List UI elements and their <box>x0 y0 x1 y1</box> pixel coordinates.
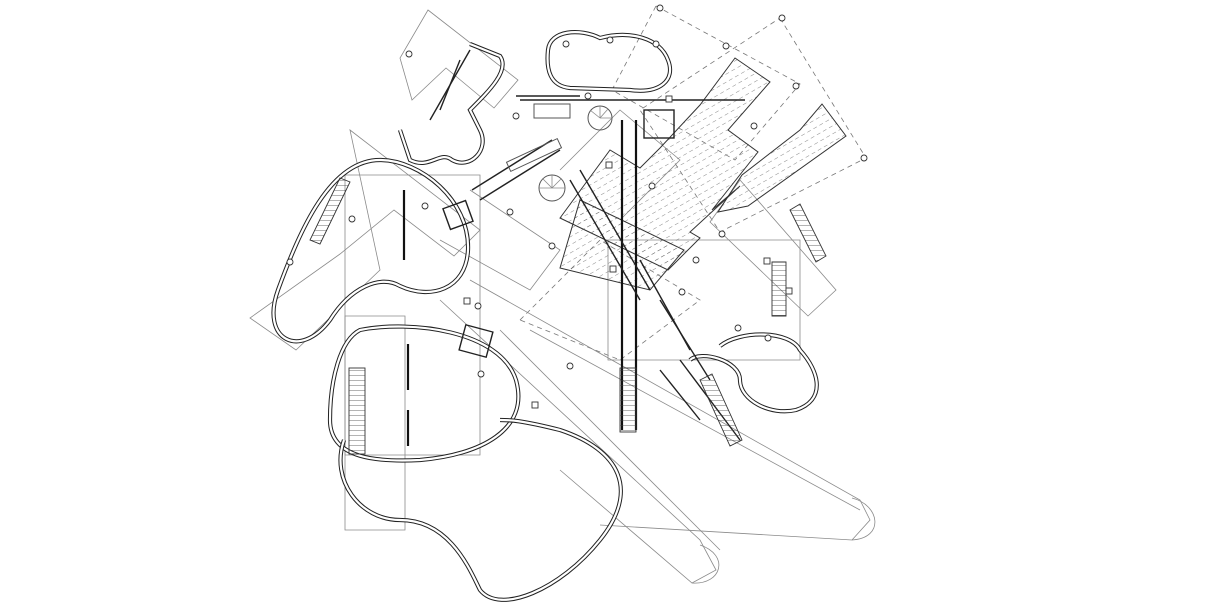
spiral-stairs <box>538 105 613 202</box>
service-cores <box>442 103 675 359</box>
curved-walls <box>271 30 819 602</box>
hatched-volumes <box>559 57 847 291</box>
columns <box>286 4 868 409</box>
stairs <box>309 177 827 455</box>
